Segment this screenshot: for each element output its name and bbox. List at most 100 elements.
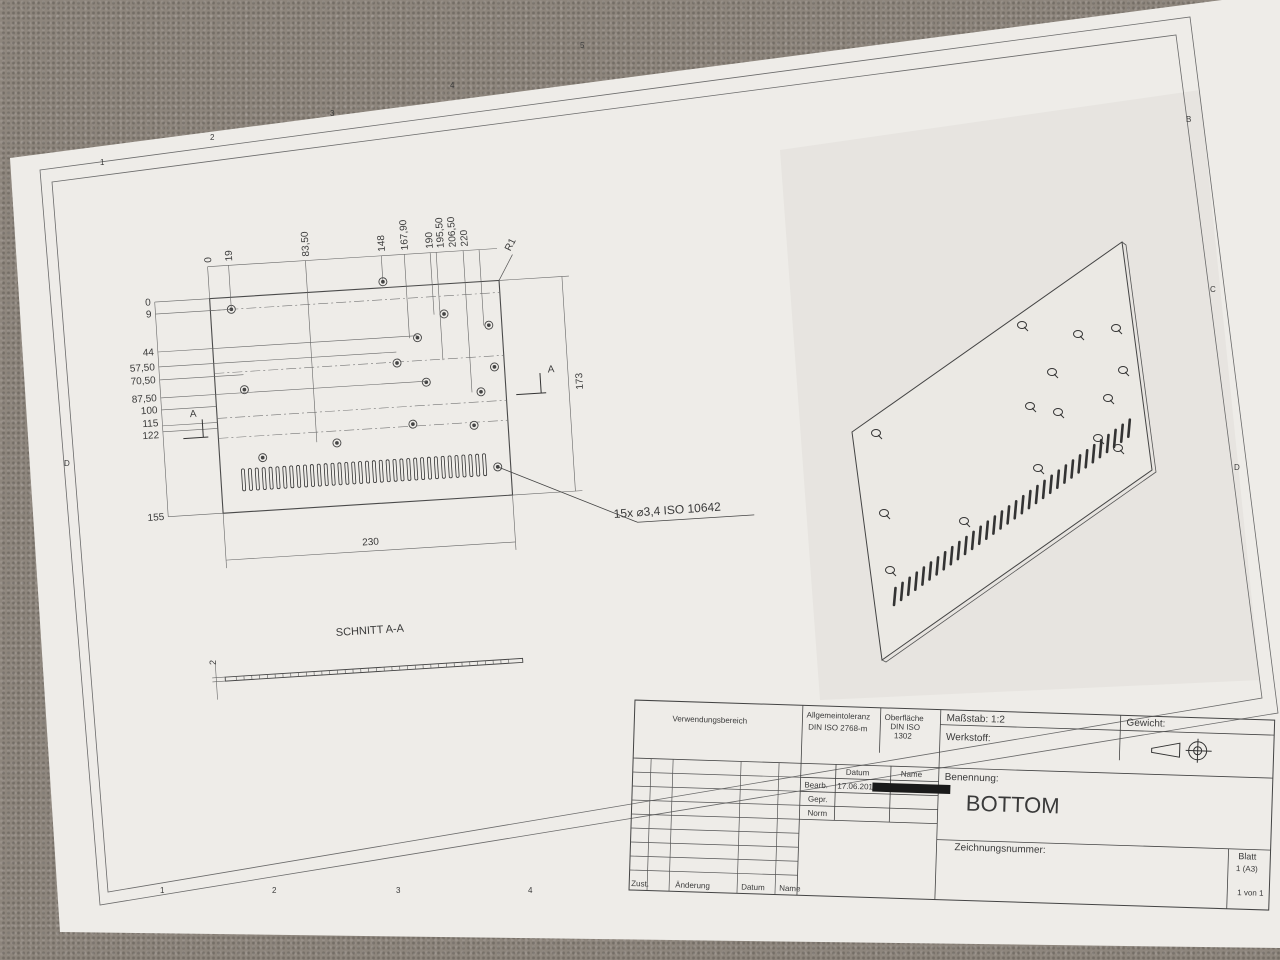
top-extension-lines — [207, 248, 498, 443]
slot — [247, 468, 253, 491]
title-value: BOTTOM — [966, 791, 1060, 819]
section-thk-dim — [215, 664, 218, 700]
dim-top-19: 19 — [224, 249, 236, 261]
section-marker-right-label: A — [547, 364, 555, 375]
iso-slot — [1034, 484, 1039, 505]
title-block: Verwendungsbereich Allgemeintoleranz DIN… — [628, 699, 1276, 911]
inner-frame — [51, 34, 1263, 893]
iso-slot — [949, 545, 954, 566]
iso-slot — [956, 540, 961, 561]
width-dim-label: 230 — [362, 536, 380, 548]
iso-hole — [959, 517, 971, 528]
zone-bottom-1: 1 — [160, 886, 165, 895]
rev-zust: Zust. — [631, 879, 649, 889]
col-date: Datum — [846, 768, 870, 778]
isometric-view — [851, 241, 1157, 663]
slot — [241, 468, 247, 492]
dim-top-206-50: 206,50 — [446, 216, 459, 248]
slot — [254, 467, 260, 491]
slot — [406, 458, 412, 481]
weight-label: Gewicht: — [1126, 718, 1165, 730]
zone-top-4: 4 — [450, 81, 455, 90]
slot — [426, 456, 432, 480]
iso-slot — [970, 530, 975, 551]
iso-slot — [1127, 418, 1132, 439]
slot — [385, 459, 391, 483]
width-dimension — [222, 495, 517, 569]
slot — [468, 454, 474, 477]
iso-slot — [1027, 489, 1032, 510]
zone-left-D: D — [64, 459, 70, 468]
iso-slot — [899, 581, 904, 602]
slot — [351, 461, 357, 485]
dim-top-167-90: 167,90 — [398, 219, 411, 251]
rev-name: Name — [779, 884, 801, 894]
sheet-of: 1 von 1 — [1237, 888, 1264, 898]
row-norm: Norm — [807, 809, 827, 819]
dim-top-220: 220 — [459, 229, 471, 247]
height-dim-label: 173 — [574, 372, 586, 390]
slot — [296, 465, 302, 488]
slot — [378, 459, 384, 483]
slot — [316, 463, 322, 487]
slot — [344, 462, 350, 485]
iso-slot — [999, 510, 1004, 530]
height-dimension — [499, 275, 583, 496]
section-marker-left — [183, 419, 209, 440]
section-thk-ext2 — [212, 680, 226, 683]
iso-slot — [963, 535, 968, 556]
slot — [433, 456, 439, 480]
iso-hole — [1053, 408, 1065, 419]
left-extension-lines — [154, 298, 427, 517]
section-thk-ext — [212, 676, 226, 679]
iso-slot — [1112, 428, 1117, 449]
ventilation-slots — [241, 453, 488, 492]
slot — [330, 462, 336, 486]
iso-slot — [928, 561, 933, 581]
dim-top-190: 190 — [424, 231, 436, 249]
dim-left-155: 155 — [147, 512, 165, 524]
iso-slot — [1091, 443, 1096, 464]
iso-plate-edge — [881, 241, 1157, 663]
iso-hole — [1017, 321, 1029, 332]
slot — [309, 464, 315, 487]
rev-date: Datum — [741, 882, 765, 892]
zone-bottom-4: 4 — [528, 886, 533, 895]
scale: Maßstab: 1:2 — [946, 713, 1005, 726]
slot — [440, 455, 446, 479]
zone-right-C: C — [1210, 285, 1216, 294]
dim-left-57-50: 57,50 — [130, 362, 156, 375]
zone-right-D: D — [1234, 463, 1240, 472]
row-bearb: Bearb. — [804, 780, 828, 790]
slot — [275, 466, 281, 490]
surface-value-1: DIN ISO — [890, 722, 920, 732]
slot — [337, 462, 343, 486]
slot — [268, 466, 274, 490]
iso-slot — [1084, 448, 1089, 469]
iso-slot — [1056, 469, 1061, 490]
iso-slot — [1070, 459, 1075, 479]
iso-slot — [1077, 454, 1082, 474]
iso-holes — [871, 321, 1130, 577]
dim-left-122: 122 — [142, 430, 160, 442]
projection-symbol-icon — [1151, 738, 1212, 763]
iso-slot — [1105, 433, 1110, 454]
title-block-frame — [628, 699, 1276, 911]
sheet-value: 1 (A3) — [1236, 864, 1258, 874]
slot — [413, 457, 419, 481]
iso-slot — [913, 571, 919, 592]
redacted-name — [872, 782, 951, 795]
section-plate — [224, 657, 524, 682]
top-dimensions: 0 19 83,50 148 167,90 190 195,50 206,50 … — [203, 216, 471, 263]
iso-slot — [906, 576, 912, 597]
iso-slot — [935, 556, 940, 576]
rev-change: Änderung — [675, 880, 710, 890]
iso-slot — [1098, 438, 1103, 459]
hole-callout-leader — [497, 466, 755, 523]
section-view — [212, 657, 524, 700]
section-marker-right — [516, 373, 547, 396]
slot — [371, 460, 377, 484]
iso-hole — [885, 566, 897, 577]
slot — [420, 457, 426, 480]
